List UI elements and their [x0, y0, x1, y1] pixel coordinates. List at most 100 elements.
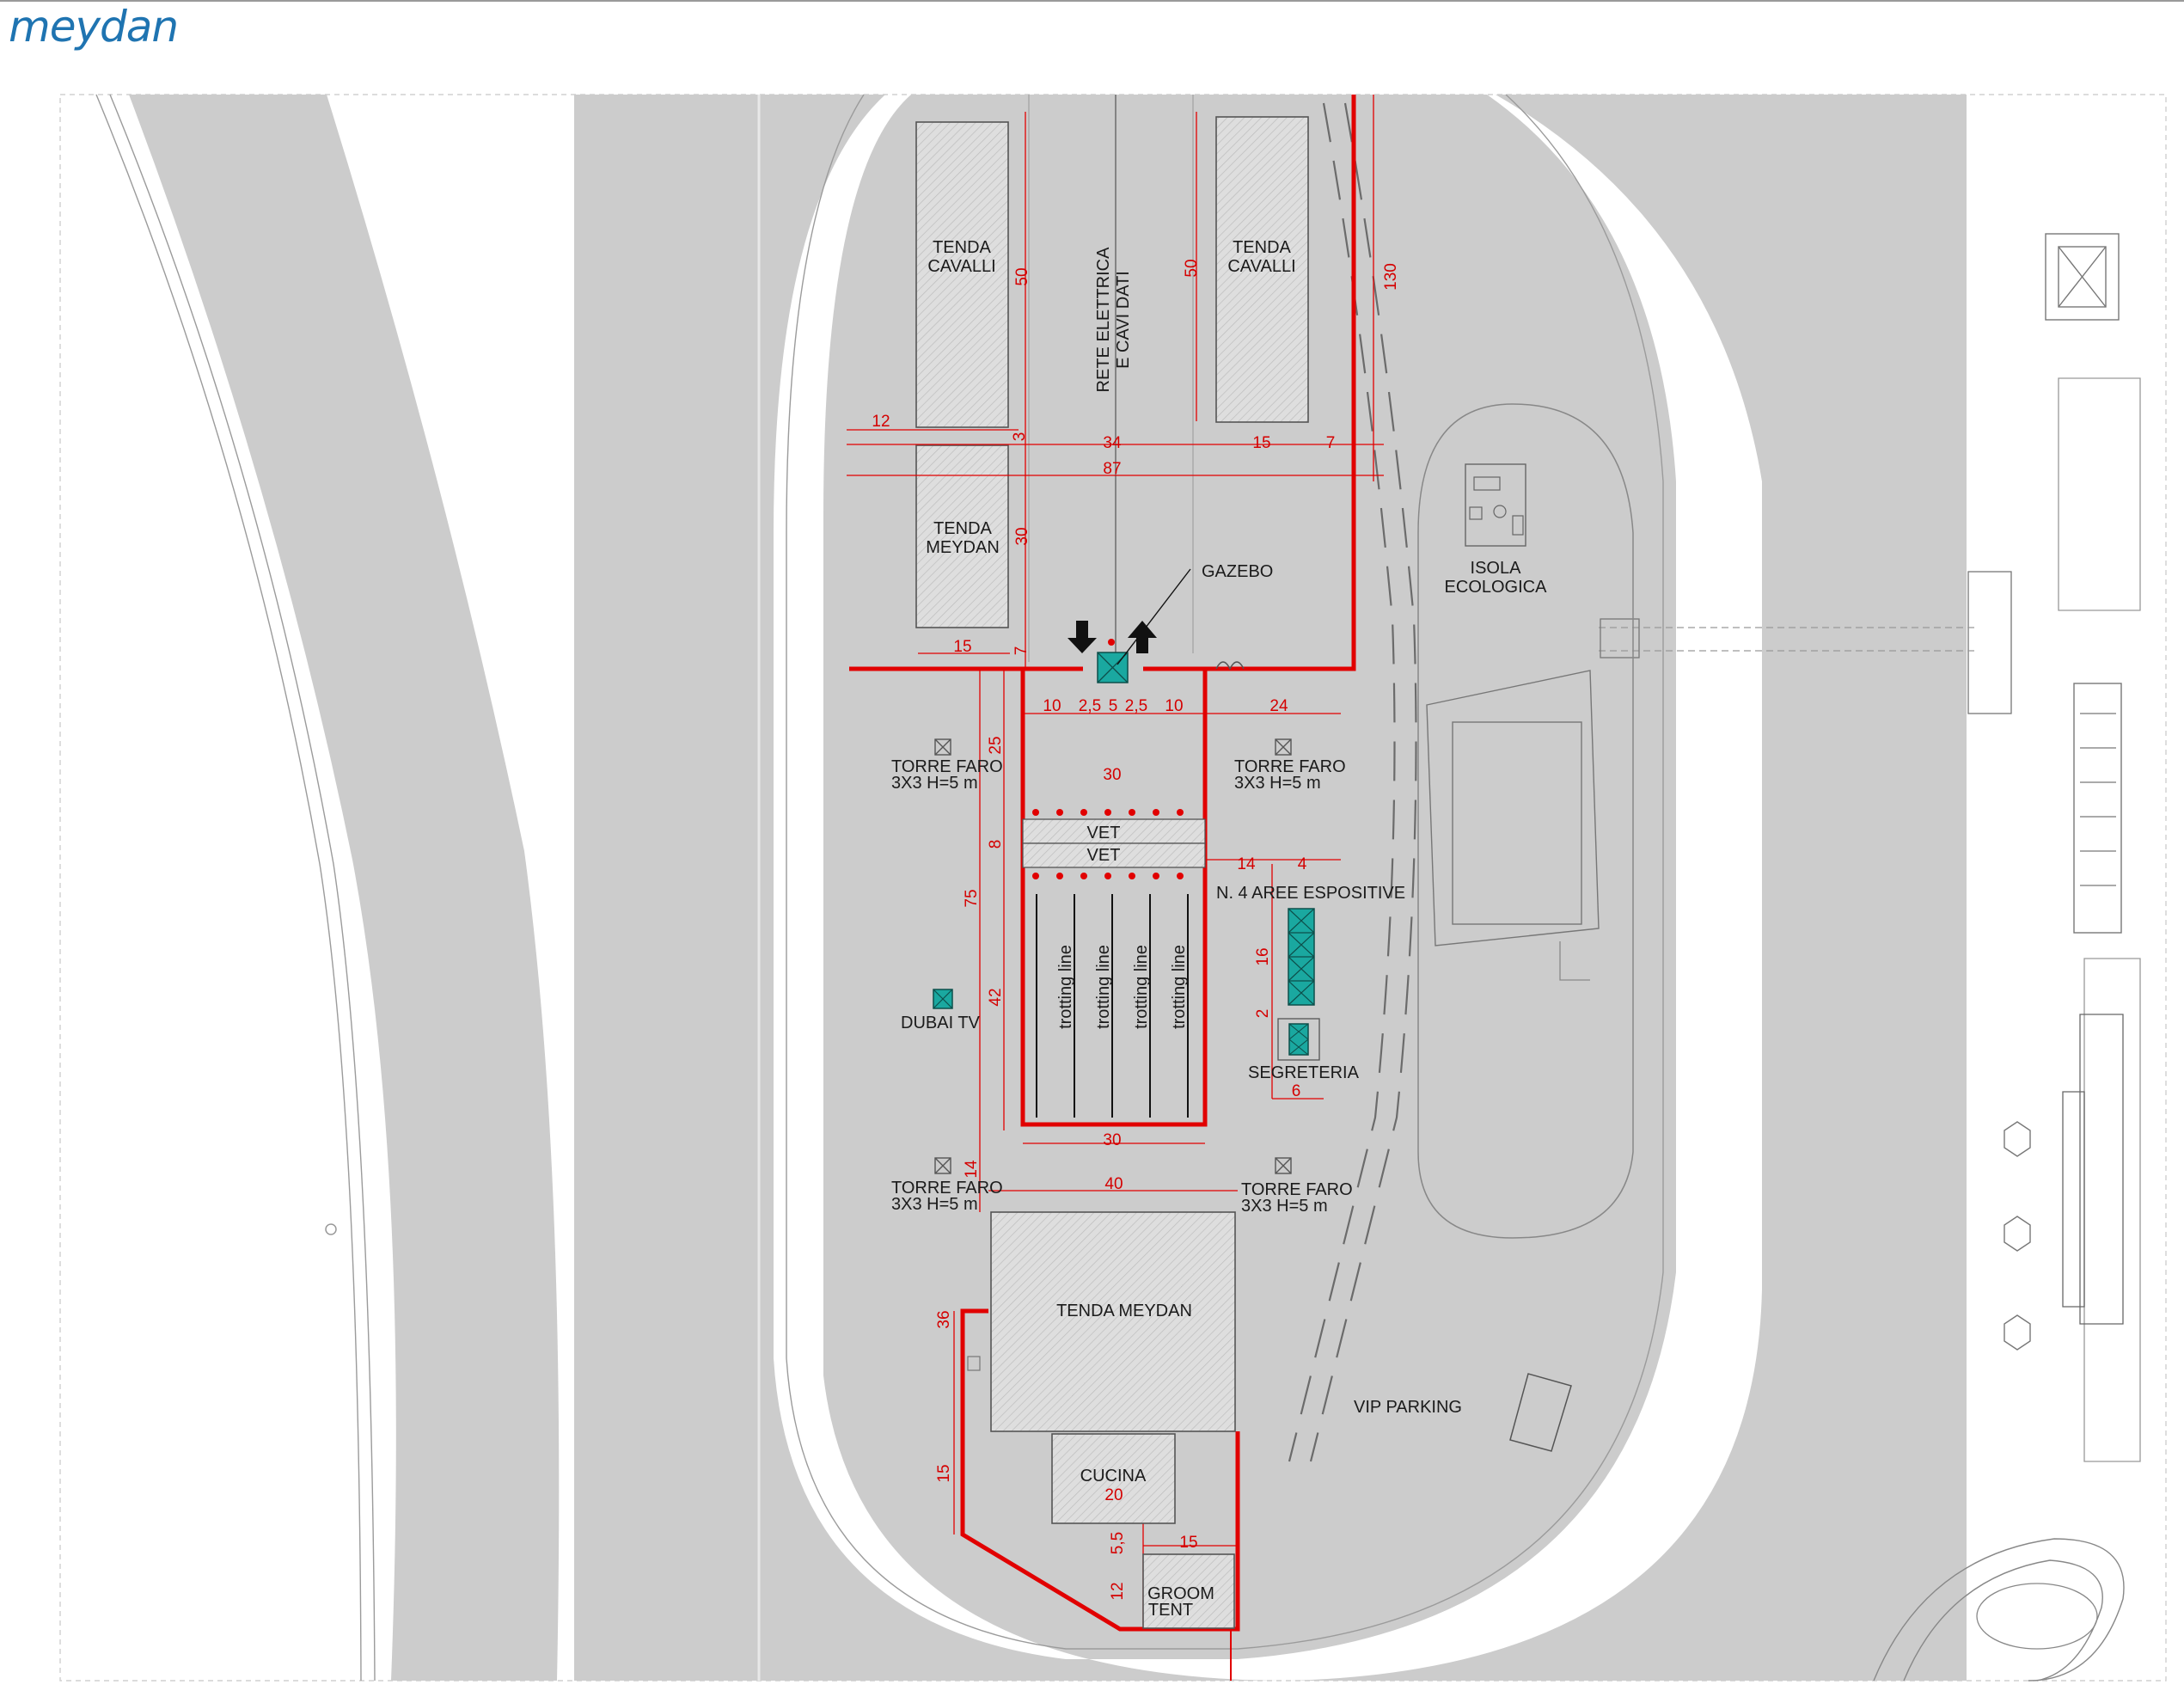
dim-8: 8 — [987, 840, 1005, 849]
tenda-meydan-main — [990, 1211, 1236, 1432]
tenda-cavalli-2-label-b: CAVALLI — [1227, 257, 1295, 276]
dim-2-5-b: 2,5 — [1125, 697, 1147, 715]
gazebo-label: GAZEBO — [1202, 562, 1273, 581]
dim-12-top: 12 — [872, 413, 890, 431]
groom-tent-label-b: TENT — [1148, 1601, 1193, 1620]
red-perimeter-top — [849, 95, 1356, 671]
isola-oval — [1417, 403, 1634, 1239]
dim-16: 16 — [1254, 947, 1272, 965]
aree-espositive-label: N. 4 AREE ESPOSITIVE — [1216, 884, 1405, 903]
trotting-line-3: trotting line — [1132, 945, 1151, 1029]
dim-7-top: 7 — [1326, 434, 1336, 452]
dim-75: 75 — [963, 889, 981, 907]
tenda-cavalli-2-label-a: TENDA — [1233, 238, 1291, 257]
tenda-meydan-main-label: TENDA MEYDAN — [1056, 1302, 1192, 1320]
rete-label-a: RETE ELETTRICA — [1094, 247, 1113, 393]
bottom-right-loop-3 — [1976, 1583, 2098, 1650]
vip-parking-label: VIP PARKING — [1354, 1398, 1462, 1417]
torre-faro-4-a: TORRE FARO — [1241, 1180, 1353, 1199]
segreteria-box — [1277, 1018, 1320, 1061]
dim-42: 42 — [987, 988, 1005, 1006]
dim-34: 34 — [1103, 434, 1122, 452]
meydan-logo: meydan — [9, 2, 179, 52]
hex-1 — [2004, 1121, 2031, 1157]
tenda-meydan-top-label-a: TENDA — [933, 519, 992, 538]
arena — [1426, 670, 1600, 946]
red-dots — [1032, 809, 1184, 879]
vip-parking-shape — [1509, 1373, 1572, 1452]
dim-40: 40 — [1104, 1175, 1123, 1193]
red-lower-area — [960, 1308, 1240, 1632]
gate-mark — [1215, 661, 1245, 671]
cucina-label: CUCINA — [1080, 1467, 1147, 1486]
torre-faro-1-a: TORRE FARO — [891, 757, 1003, 776]
left-edge-line-2 — [109, 94, 376, 1682]
dim-87: 87 — [1103, 460, 1121, 478]
torre-faro-2-a: TORRE FARO — [1234, 757, 1346, 776]
bridge-landing — [1600, 618, 1640, 659]
tenda-meydan-top-label-b: MEYDAN — [926, 538, 1000, 557]
grandstand-1 — [2073, 683, 2122, 934]
track-right-strip — [1762, 95, 1964, 1681]
isola-label-b: ECOLOGICA — [1445, 578, 1548, 597]
oval-inner-edge — [786, 94, 1664, 1650]
bridge-stair — [1967, 571, 2012, 714]
groom-tent — [1142, 1553, 1235, 1629]
dim-30-top: 30 — [1103, 766, 1121, 784]
dim-14-left: 14 — [963, 1160, 981, 1179]
arena-ext — [1559, 941, 1590, 981]
bridge — [1599, 627, 1977, 652]
building-1-core — [2058, 246, 2107, 308]
torre-faro-markers — [934, 738, 1292, 1174]
building-2 — [2058, 377, 2141, 611]
building-1 — [2045, 233, 2120, 321]
trotting-line-2: trotting line — [1094, 945, 1113, 1029]
isola-label-a: ISOLA — [1471, 559, 1522, 578]
trotting-lines — [1036, 894, 1189, 1118]
tenda-cavalli-1 — [915, 121, 1009, 428]
tenda-cavalli-1-label-b: CAVALLI — [927, 257, 995, 276]
vet-label-2: VET — [1087, 846, 1121, 865]
dim-10-l: 10 — [1043, 697, 1061, 715]
dim-3: 3 — [1011, 432, 1029, 442]
isola-building — [1465, 463, 1526, 547]
red-paddock — [1020, 669, 1208, 1127]
trotting-line-4: trotting line — [1170, 945, 1189, 1029]
tenda-cavalli-2 — [1215, 116, 1309, 423]
cucina — [1051, 1433, 1176, 1524]
dim-30-bottom: 30 — [1103, 1131, 1121, 1149]
dim-24: 24 — [1269, 697, 1288, 715]
dim-10-r: 10 — [1165, 697, 1183, 715]
dim-15-top: 15 — [1252, 434, 1270, 452]
dim-15-meydan: 15 — [953, 638, 971, 656]
trotting-line-1: trotting line — [1056, 945, 1075, 1029]
hex-3 — [2004, 1314, 2031, 1351]
torre-faro-4-b: 3X3 H=5 m — [1241, 1197, 1328, 1216]
dim-25: 25 — [987, 736, 1005, 754]
dimension-lines — [847, 95, 1384, 1625]
dim-15-groom: 15 — [1179, 1534, 1197, 1552]
dim-6: 6 — [1292, 1082, 1301, 1100]
torre-faro-2-b: 3X3 H=5 m — [1234, 774, 1321, 793]
building-1-x — [2058, 246, 2107, 308]
arena-inner — [1452, 721, 1582, 925]
dim-12-groom: 12 — [1109, 1582, 1127, 1600]
dim-30-meydan: 30 — [1013, 527, 1031, 545]
dim-5-5: 5,5 — [1109, 1532, 1127, 1554]
dim-2-5-a: 2,5 — [1079, 697, 1101, 715]
dim-130: 130 — [1382, 263, 1400, 291]
dim-50-b: 50 — [1183, 259, 1201, 277]
torre-faro-3-a: TORRE FARO — [891, 1179, 1003, 1198]
dim-36: 36 — [935, 1310, 953, 1328]
exit-arrow-up — [1128, 621, 1157, 653]
dim-2: 2 — [1254, 1009, 1272, 1019]
dim-5: 5 — [1109, 697, 1118, 715]
grandstand-2-detail — [2062, 1014, 2124, 1325]
vet-label-1: VET — [1087, 824, 1121, 842]
dim-20: 20 — [1104, 1486, 1123, 1504]
grandstand-2 — [2083, 958, 2141, 1462]
vet-band-2 — [1022, 842, 1206, 868]
track-left-diagonal — [129, 95, 560, 1681]
segreteria-label: SEGRETERIA — [1248, 1063, 1360, 1082]
